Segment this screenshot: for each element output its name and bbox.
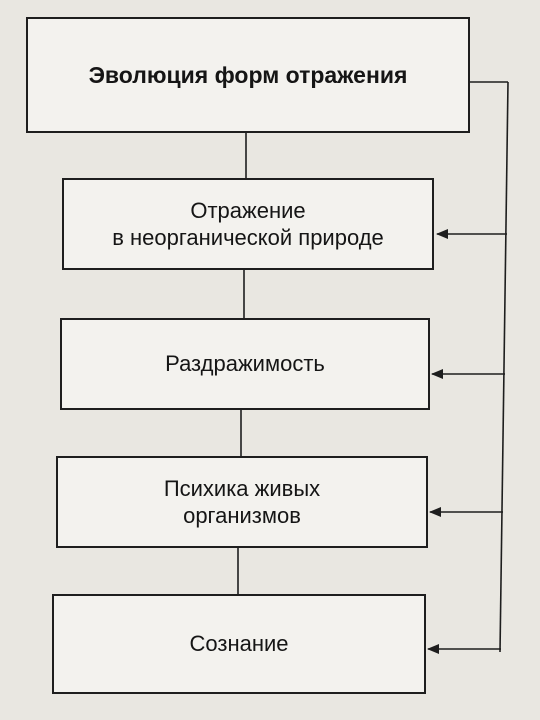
node-box-psyche: Психика живых организмов <box>56 456 428 548</box>
node-box-inorganic-reflection: Отражение в неорганической природе <box>62 178 434 270</box>
diagram-title: Эволюция форм отражения <box>88 61 408 88</box>
node-box-consciousness: Сознание <box>52 594 426 694</box>
right-bus-line <box>499 81 509 653</box>
node-label-inorganic-reflection: Отражение в неорганической природе <box>112 197 384 251</box>
diagram-title-box: Эволюция форм отражения <box>26 17 470 133</box>
node-box-irritability: Раздражимость <box>60 318 430 410</box>
node-label-consciousness: Сознание <box>189 631 289 657</box>
node-label-psyche: Психика живых организмов <box>163 475 321 529</box>
node-label-irritability: Раздражимость <box>165 351 325 377</box>
